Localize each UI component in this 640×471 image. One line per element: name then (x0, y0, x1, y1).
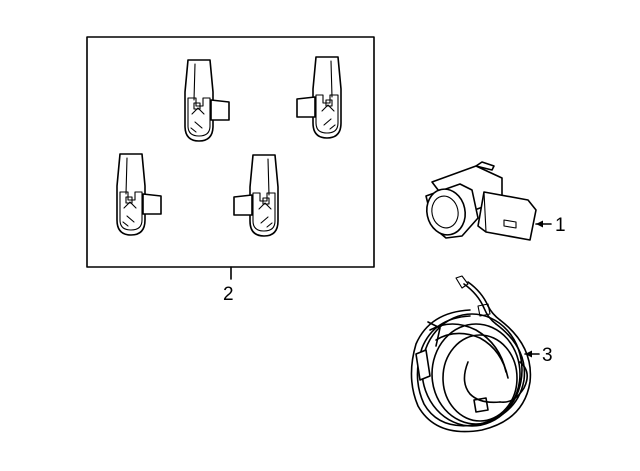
callout-1-label: 1 (555, 215, 566, 236)
callout-3-label: 3 (542, 345, 553, 366)
callout-3-arrow (525, 350, 532, 358)
bracket-bottom-right (233, 154, 279, 237)
bracket-top-right (296, 56, 342, 139)
callout-2-label: 2 (223, 284, 234, 305)
bracket-top-left (184, 59, 230, 142)
parking-sensor: 1 (425, 161, 566, 241)
callout-1-arrow (536, 220, 543, 228)
bracket-kit-group: 2 (86, 36, 375, 305)
bracket-bottom-left (116, 153, 162, 236)
wiring-harness: 3 (410, 275, 553, 433)
